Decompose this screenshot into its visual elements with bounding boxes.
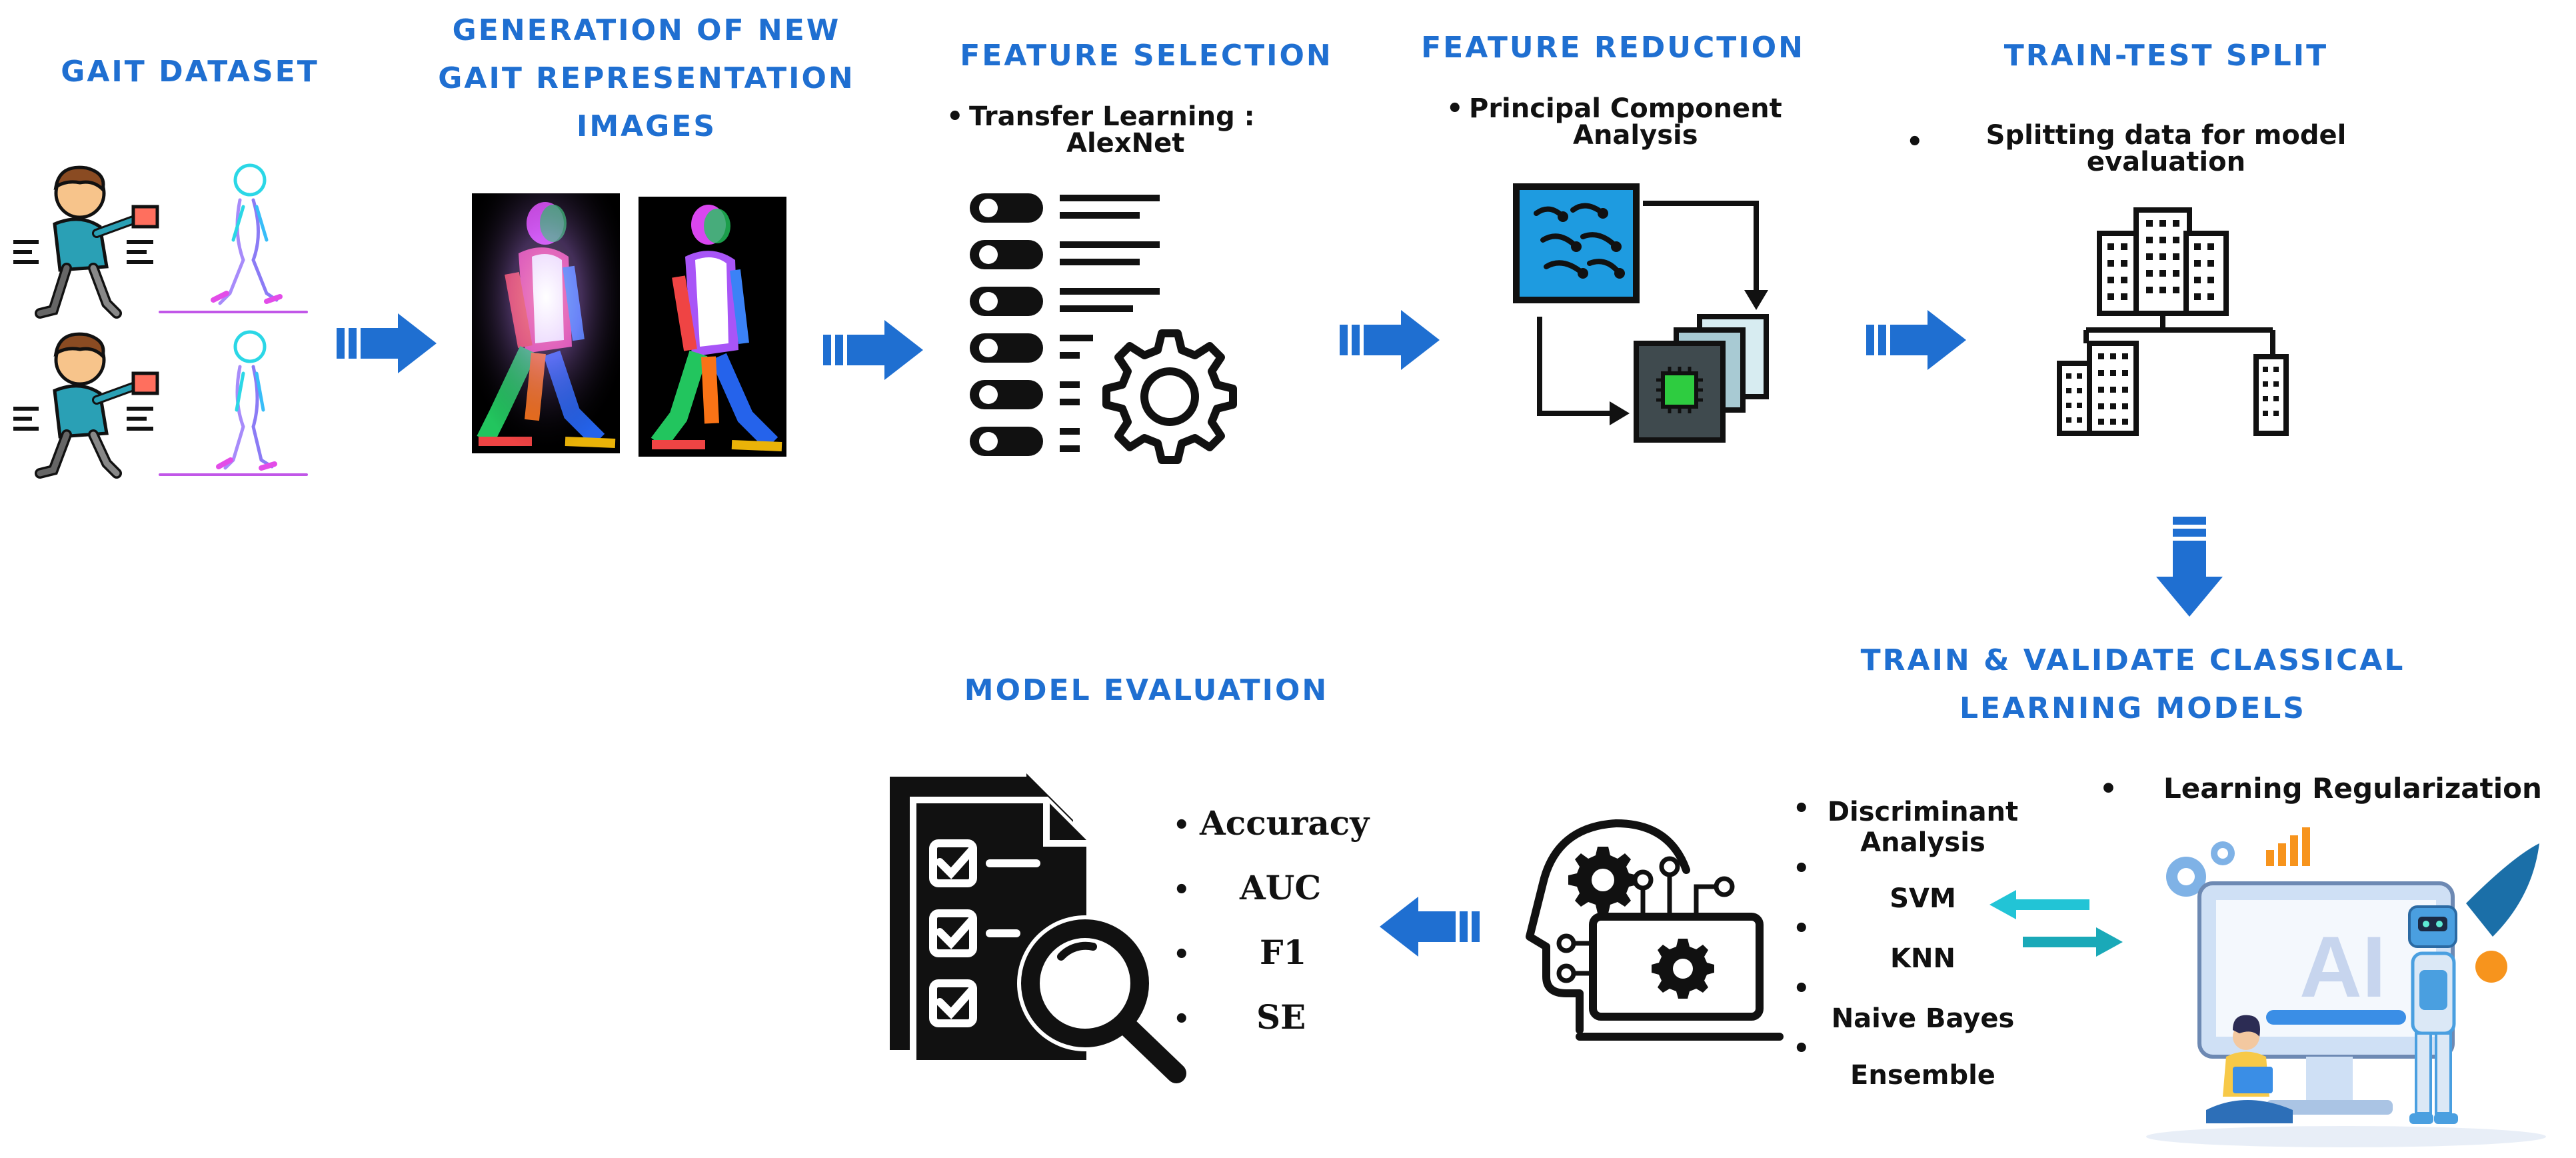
metric-se: SE — [1256, 997, 1306, 1037]
title-line: TRAIN & VALIDATE CLASSICAL — [1860, 643, 2405, 677]
flow-arrow-icon — [1380, 897, 1480, 957]
gait-energy-image — [472, 193, 620, 453]
metric-bullets: • • • • — [1173, 810, 1190, 1035]
classifier-discriminant: Discriminant Analysis — [1827, 797, 2019, 858]
stage-title-gait-dataset: GAIT DATASET — [40, 48, 340, 96]
flow-arrow-icon — [337, 313, 437, 373]
bullet-line: Principal Component — [1469, 93, 1782, 124]
metric-auc: AUC — [1240, 868, 1322, 907]
hierarchy-buildings-icon — [2057, 207, 2289, 436]
flow-arrow-icon — [2156, 517, 2223, 617]
ai-head-gear-laptop-icon — [1526, 819, 1784, 1041]
classifier-bullets: • • • • • — [1793, 793, 1810, 1064]
stage-title-train-test-split: TRAIN-TEST SPLIT — [1933, 32, 2399, 80]
metric-accuracy: Accuracy — [1200, 803, 1370, 843]
gait-energy-image — [639, 197, 786, 457]
title-line: GENERATION OF NEW — [452, 13, 841, 47]
title-line: MODEL EVALUATION — [964, 673, 1329, 707]
feature-reduction-bullet: •Principal Component — [1446, 93, 1782, 124]
bullet-line: Analysis — [1573, 120, 1698, 151]
stage-title-train-validate: TRAIN & VALIDATE CLASSICAL LEARNING MODE… — [1786, 637, 2479, 733]
walking-person-icon — [13, 332, 159, 479]
feature-selection-bullet: •Transfer Learning : — [946, 101, 1255, 132]
stage-title-generation: GENERATION OF NEW GAIT REPRESENTATION IM… — [433, 7, 860, 151]
classifier-naive-bayes: Naive Bayes — [1831, 1003, 2015, 1034]
metric-f1: F1 — [1260, 933, 1307, 972]
split-bullet-dot: • — [1906, 127, 1924, 157]
feature-list-gear-icon — [970, 193, 1237, 464]
stage-title-feature-selection: FEATURE SELECTION — [933, 32, 1360, 80]
flow-arrow-icon — [823, 320, 923, 380]
title-line: GAIT REPRESENTATION — [438, 61, 855, 95]
regularization-bullet: •Learning Regularization — [2099, 772, 2542, 805]
ai-robot-illustration: AI — [2146, 827, 2546, 1147]
walking-person-icon — [13, 165, 159, 319]
classifier-svm: SVM — [1890, 883, 1956, 914]
title-line: FEATURE REDUCTION — [1421, 31, 1805, 65]
flow-arrow-icon — [1866, 310, 1966, 370]
gear-decorations — [2166, 841, 2235, 897]
gait-silhouette-icon — [159, 163, 308, 313]
split-bullet-text: Splitting data for model evaluation — [1953, 120, 2379, 177]
classifier-knn: KNN — [1890, 943, 1955, 974]
bullet-line: AlexNet — [1066, 128, 1185, 159]
title-line: GAIT DATASET — [61, 55, 319, 89]
checklist-magnifier-icon — [890, 773, 1186, 1083]
title-line: LEARNING MODELS — [1959, 691, 2306, 725]
bullet-line: Transfer Learning : — [969, 101, 1255, 132]
classifier-ensemble: Ensemble — [1850, 1060, 1995, 1091]
gait-silhouette-icon — [159, 330, 308, 476]
bullet-line: Splitting data for model — [1985, 120, 2347, 151]
stage-title-model-evaluation: MODEL EVALUATION — [933, 667, 1360, 715]
ai-screen-label: AI — [2299, 918, 2386, 1015]
title-line: FEATURE SELECTION — [960, 39, 1333, 73]
pca-flow-icon — [1513, 183, 1769, 443]
flow-arrow-icon — [1340, 310, 1440, 370]
stage-title-feature-reduction: FEATURE REDUCTION — [1400, 24, 1826, 72]
feature-reduction-bullet-cont: Analysis — [1573, 120, 1698, 151]
gait-dataset-illustration — [13, 163, 308, 479]
bidirectional-arrows-icon — [1989, 890, 2123, 957]
title-line: TRAIN-TEST SPLIT — [2003, 39, 2329, 73]
title-line: IMAGES — [576, 109, 717, 143]
bullet-line: evaluation — [2086, 147, 2246, 177]
feature-selection-bullet-cont: AlexNet — [1066, 128, 1184, 159]
regularization-text: Learning Regularization — [2163, 772, 2542, 805]
